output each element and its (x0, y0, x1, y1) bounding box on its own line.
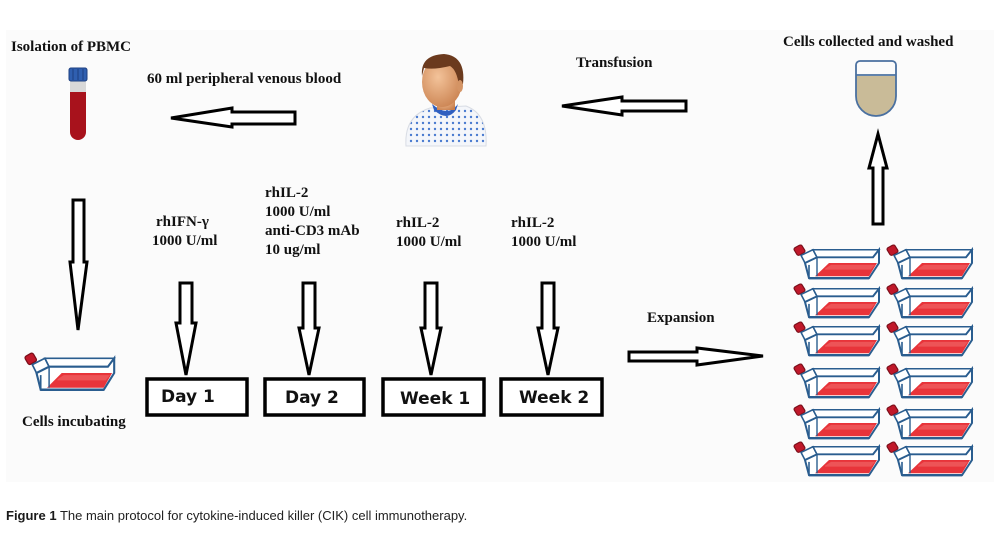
transfusion-label: Transfusion (576, 55, 653, 71)
culture-flask-icon (885, 282, 974, 319)
expanded-flask-grid (792, 243, 974, 477)
isolation-label: Isolation of PBMC (11, 39, 131, 55)
culture-flask-icon (792, 282, 881, 319)
step-box-day1 (145, 377, 249, 417)
step-reagents-week2: rhIL-2 1000 U/ml (511, 215, 576, 250)
reagent-line: rhIL-2 (511, 215, 554, 231)
collected-label: Cells collected and washed (783, 34, 954, 50)
left-arrow-transfusion (561, 95, 688, 117)
blood-volume-label: 60 ml peripheral venous blood (147, 71, 342, 87)
expansion-label: Expansion (647, 310, 715, 326)
down-arrow-week1 (419, 281, 443, 376)
culture-flask-icon (792, 440, 881, 477)
reagent-line: 10 ug/ml (265, 242, 320, 258)
culture-flask-icon (792, 243, 881, 280)
culture-flask-icon (885, 403, 974, 440)
step-reagents-week1: rhIL-2 1000 U/ml (396, 215, 461, 250)
reagent-line: anti-CD3 mAb (265, 223, 360, 239)
culture-flask-icon (885, 362, 974, 399)
patient-icon (405, 54, 487, 147)
down-arrow-day1 (174, 281, 198, 376)
culture-flask-icon (792, 362, 881, 399)
culture-flask-icon (885, 320, 974, 357)
step-box-label: Week 1 (400, 389, 470, 409)
culture-flask-icon (792, 320, 881, 357)
left-arrow-blood (170, 106, 297, 129)
reagent-line: 1000 U/ml (265, 204, 330, 220)
blood-tube-icon (68, 67, 88, 140)
step-reagents-day1: rhIFN-γ 1000 U/ml (152, 214, 217, 249)
collection-cup-icon (855, 60, 897, 117)
step-reagents-day2: rhIL-2 1000 U/ml anti-CD3 mAb 10 ug/ml (265, 185, 360, 258)
up-arrow-collect (867, 128, 889, 226)
step-box-label: Day 2 (285, 388, 339, 408)
down-arrow-day2 (297, 281, 321, 376)
right-arrow-expansion (627, 346, 764, 367)
culture-flask-icon (885, 440, 974, 477)
reagent-line: 1000 U/ml (152, 233, 217, 249)
step-box-label: Day 1 (161, 387, 215, 407)
figure-caption: Figure 1 The main protocol for cytokine-… (6, 508, 467, 523)
reagent-line: rhIL-2 (396, 215, 439, 231)
incubation-flask-icon (23, 351, 116, 392)
culture-flask-icon (885, 243, 974, 280)
step-box-week1 (381, 377, 486, 417)
incubating-label: Cells incubating (22, 414, 126, 430)
step-box-week2 (499, 377, 604, 417)
reagent-line: 1000 U/ml (396, 234, 461, 250)
down-arrow-week2 (536, 281, 560, 376)
reagent-line: rhIL-2 (265, 185, 308, 201)
reagent-line: rhIFN-γ (156, 214, 209, 230)
reagent-line: 1000 U/ml (511, 234, 576, 250)
caption-text: The main protocol for cytokine-induced k… (56, 508, 468, 523)
down-arrow-incubate (68, 198, 89, 331)
step-box-day2 (263, 377, 366, 417)
step-box-label: Week 2 (519, 388, 589, 408)
culture-flask-icon (792, 403, 881, 440)
caption-label: Figure 1 (6, 508, 57, 523)
